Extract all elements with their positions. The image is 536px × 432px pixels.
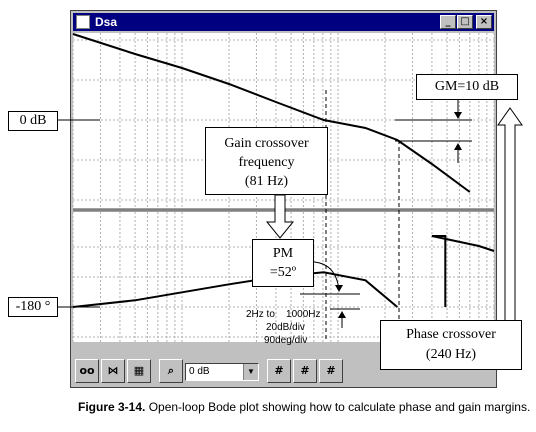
maximize-button[interactable]: □	[457, 15, 473, 29]
app-icon[interactable]	[76, 15, 90, 29]
bowtie-icon[interactable]: ⋈	[101, 359, 125, 383]
title-bar: Dsa _ □ ×	[73, 13, 494, 31]
figure-caption: Figure 3-14. Open-loop Bode plot showing…	[78, 400, 530, 414]
caption-text: Open-loop Bode plot showing how to calcu…	[148, 400, 531, 414]
scale-info: 2Hz to 1000Hz 20dB/div 90deg/div	[246, 308, 321, 347]
gain-crossover-line2: frequency	[238, 155, 295, 170]
gm-label: GM=10 dB	[416, 74, 518, 100]
gain-reference-select[interactable]: 0 dB ▼	[185, 363, 259, 381]
gain-crossover-line1: Gain crossover	[224, 136, 309, 151]
phase-crossover-line2: (240 Hz)	[425, 347, 477, 362]
zoom-icon[interactable]: ⌕	[159, 359, 183, 383]
grid3-icon[interactable]: #	[319, 359, 343, 383]
phase-crossover-line1: Phase crossover	[406, 327, 496, 342]
scale-freq-start: 2Hz to	[246, 309, 275, 320]
pm-pointer-head	[335, 285, 343, 292]
pm-line1: PM	[272, 246, 294, 261]
caption-label: Figure 3-14.	[78, 400, 146, 414]
chevron-down-icon[interactable]: ▼	[243, 364, 258, 380]
gm-arrowhead-up	[454, 143, 462, 150]
close-button[interactable]: ×	[476, 15, 492, 29]
grid2-icon[interactable]: #	[293, 359, 317, 383]
window-title: Dsa	[95, 15, 118, 29]
pm-line2: =52º	[269, 265, 297, 280]
minus180-label: -180 °	[8, 297, 58, 317]
export-icon[interactable]: ▦	[127, 359, 151, 383]
hollow-arrow-up	[497, 107, 523, 323]
grid-icon[interactable]: #	[267, 359, 291, 383]
gm-arrowhead-down	[454, 112, 462, 119]
hollow-arrow-down	[265, 194, 295, 239]
oo-icon[interactable]: oo	[75, 359, 99, 383]
phase-crossover-callout: Phase crossover (240 Hz)	[380, 320, 522, 370]
gain-crossover-line3: (81 Hz)	[244, 174, 289, 189]
scale-phase-div: 90deg/div	[264, 335, 308, 346]
scale-freq-end: 1000Hz	[286, 309, 321, 320]
minimize-button[interactable]: _	[440, 15, 456, 29]
pm-callout: PM =52º	[252, 239, 314, 287]
scale-gain-div: 20dB/div	[266, 322, 305, 333]
pm-arrowhead-up	[338, 311, 346, 318]
zero-db-label: 0 dB	[8, 111, 58, 131]
gain-curve	[72, 33, 471, 193]
gain-crossover-callout: Gain crossover frequency (81 Hz)	[205, 127, 328, 195]
gain-reference-value: 0 dB	[189, 366, 210, 377]
